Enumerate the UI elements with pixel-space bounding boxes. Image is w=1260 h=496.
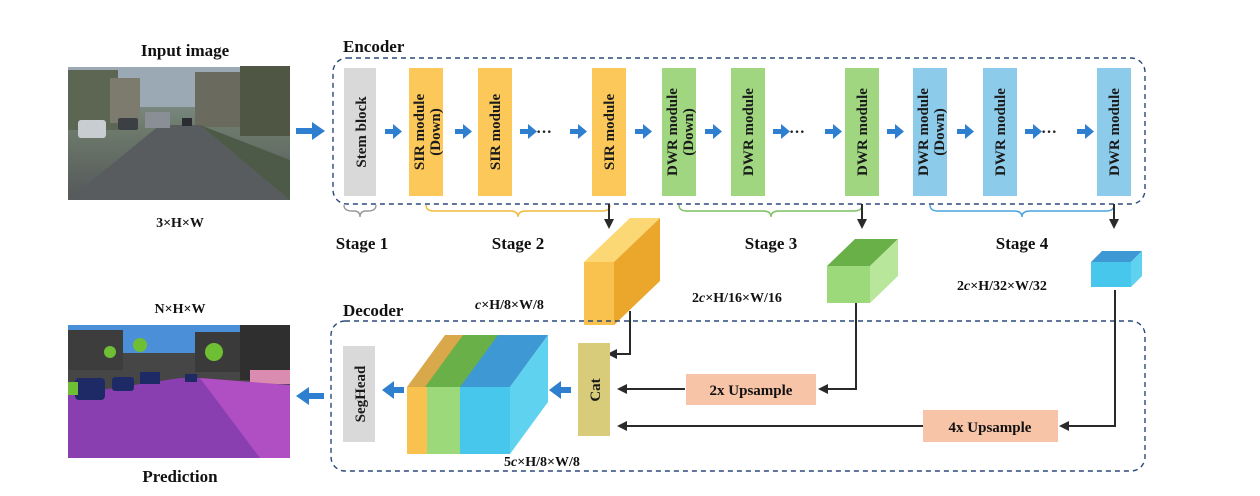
ellipsis-stage4: ··· — [1041, 124, 1057, 141]
concat-feature-stack — [407, 335, 548, 454]
concat-dims: 5c×H/8×W/8 — [504, 455, 580, 470]
dwr-module-stage4-2: DWR module — [983, 68, 1017, 196]
stage-1-label: Stage 1 — [336, 234, 388, 253]
encoder-arrow — [825, 124, 842, 139]
encoder-title: Encoder — [343, 37, 405, 56]
dwr-module-stage3-2: DWR module — [731, 68, 765, 196]
sir-module-2: SIR module — [478, 68, 512, 196]
feature-taps — [604, 204, 1119, 229]
encoder-arrows — [385, 124, 1094, 139]
encoder-arrow — [635, 124, 652, 139]
encoder-arrow — [455, 124, 472, 139]
svg-text:DWR module: DWR module — [741, 88, 757, 176]
svg-text:DWR module: DWR module — [1107, 88, 1123, 176]
seghead-block: SegHead — [343, 346, 375, 442]
dwr-module-stage3-3: DWR module — [845, 68, 879, 196]
svg-text:SIR module: SIR module — [412, 94, 428, 171]
svg-text:2x Upsample: 2x Upsample — [710, 383, 793, 399]
dwr-module-stage4-3: DWR module — [1097, 68, 1131, 196]
svg-text:Cat: Cat — [588, 378, 604, 401]
decoder-title: Decoder — [343, 301, 404, 320]
svg-text:(Down): (Down) — [428, 108, 444, 156]
encoder-arrow — [1025, 124, 1042, 139]
encoder-arrow — [520, 124, 537, 139]
feature-cube-stage3 — [827, 239, 898, 303]
stage-4-label: Stage 4 — [996, 234, 1049, 253]
encoder-arrow — [887, 124, 904, 139]
input-dims: 3×H×W — [156, 216, 204, 231]
upsample-2x: 2x Upsample — [686, 374, 816, 405]
sir-module-down: SIR module (Down) — [409, 68, 444, 196]
decoder-connections — [607, 290, 1116, 431]
svg-text:SIR module: SIR module — [488, 94, 504, 171]
feature-dims-stage4: 2c×H/32×W/32 — [957, 279, 1047, 294]
dwr-module-down-1: DWR module (Down) — [662, 68, 697, 196]
output-dims: N×H×W — [155, 302, 206, 317]
svg-text:DWR module: DWR module — [665, 88, 681, 176]
dwr-module-down-2: DWR module (Down) — [913, 68, 948, 196]
svg-text:4x Upsample: 4x Upsample — [949, 420, 1032, 436]
stage-3-label: Stage 3 — [745, 234, 797, 253]
stage-braces — [343, 204, 1115, 218]
flow-arrow-cat — [549, 381, 571, 399]
svg-text:DWR module: DWR module — [916, 88, 932, 176]
svg-text:DWR module: DWR module — [855, 88, 871, 176]
svg-text:(Down): (Down) — [681, 108, 697, 156]
encoder-blocks: Stem block SIR module (Down) SIR module … — [344, 68, 1131, 196]
svg-text:SegHead: SegHead — [353, 365, 369, 422]
flow-arrow-input — [296, 122, 325, 140]
decoder-frame — [330, 320, 1146, 472]
encoder-frame — [332, 57, 1146, 205]
flow-arrow-output — [296, 387, 324, 405]
feature-dims-stage3: 2c×H/16×W/16 — [692, 291, 782, 306]
concat-block: Cat — [578, 343, 610, 436]
svg-text:(Down): (Down) — [932, 108, 948, 156]
svg-text:DWR module: DWR module — [993, 88, 1009, 176]
ellipsis-stage3: ··· — [789, 124, 805, 141]
encoder-arrow — [385, 124, 402, 139]
stem-block: Stem block — [344, 68, 376, 196]
encoder-arrow — [570, 124, 587, 139]
feature-cube-stage2 — [584, 218, 660, 325]
svg-text:Stem block: Stem block — [354, 96, 370, 168]
feature-cube-stage4 — [1091, 251, 1142, 287]
encoder-arrow — [773, 124, 790, 139]
sir-module-3: SIR module — [592, 68, 626, 196]
ellipsis-stage2: ··· — [536, 124, 552, 141]
stage-2-label: Stage 2 — [492, 234, 544, 253]
flow-arrow-stack — [382, 381, 404, 399]
input-photo — [68, 66, 290, 200]
feature-dims-stage2: c×H/8×W/8 — [475, 298, 544, 313]
encoder-arrow — [957, 124, 974, 139]
input-title: Input image — [141, 41, 230, 60]
output-title: Prediction — [142, 467, 218, 486]
encoder-arrow — [705, 124, 722, 139]
svg-text:SIR module: SIR module — [602, 94, 618, 171]
encoder-arrow — [1077, 124, 1094, 139]
upsample-4x: 4x Upsample — [923, 410, 1058, 442]
prediction-segmap — [68, 325, 290, 458]
